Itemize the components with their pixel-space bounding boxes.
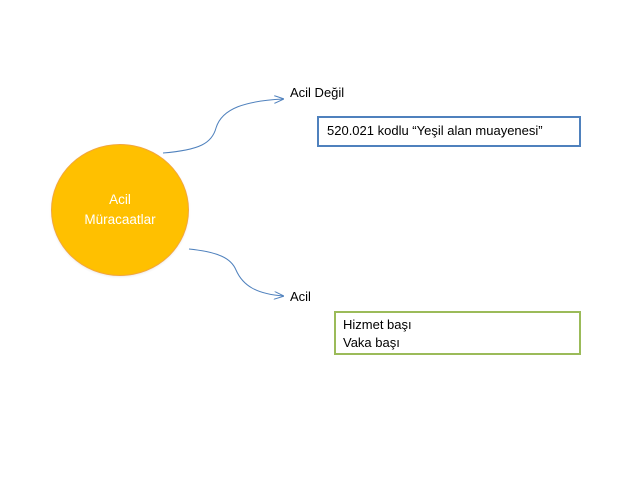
note-box-urgent: Hizmet başı Vaka başı (334, 311, 581, 355)
note-urgent-line-1: Hizmet başı (343, 317, 412, 332)
note-urgent-line-2: Vaka başı (343, 335, 400, 350)
center-node-line-1: Acil (109, 192, 131, 207)
center-node-urgent-applications: Acil Müracaatlar (51, 144, 189, 276)
note-not-urgent-line-1: 520.021 kodlu “Yeşil alan muayenesi” (327, 123, 543, 138)
connector-to-urgent (188, 248, 283, 296)
note-box-not-urgent: 520.021 kodlu “Yeşil alan muayenesi” (317, 116, 581, 147)
branch-label-urgent: Acil (290, 289, 311, 304)
connector-to-not-urgent (162, 99, 283, 154)
branch-label-not-urgent: Acil Değil (290, 85, 345, 100)
center-node-line-2: Müracaatlar (84, 212, 156, 227)
